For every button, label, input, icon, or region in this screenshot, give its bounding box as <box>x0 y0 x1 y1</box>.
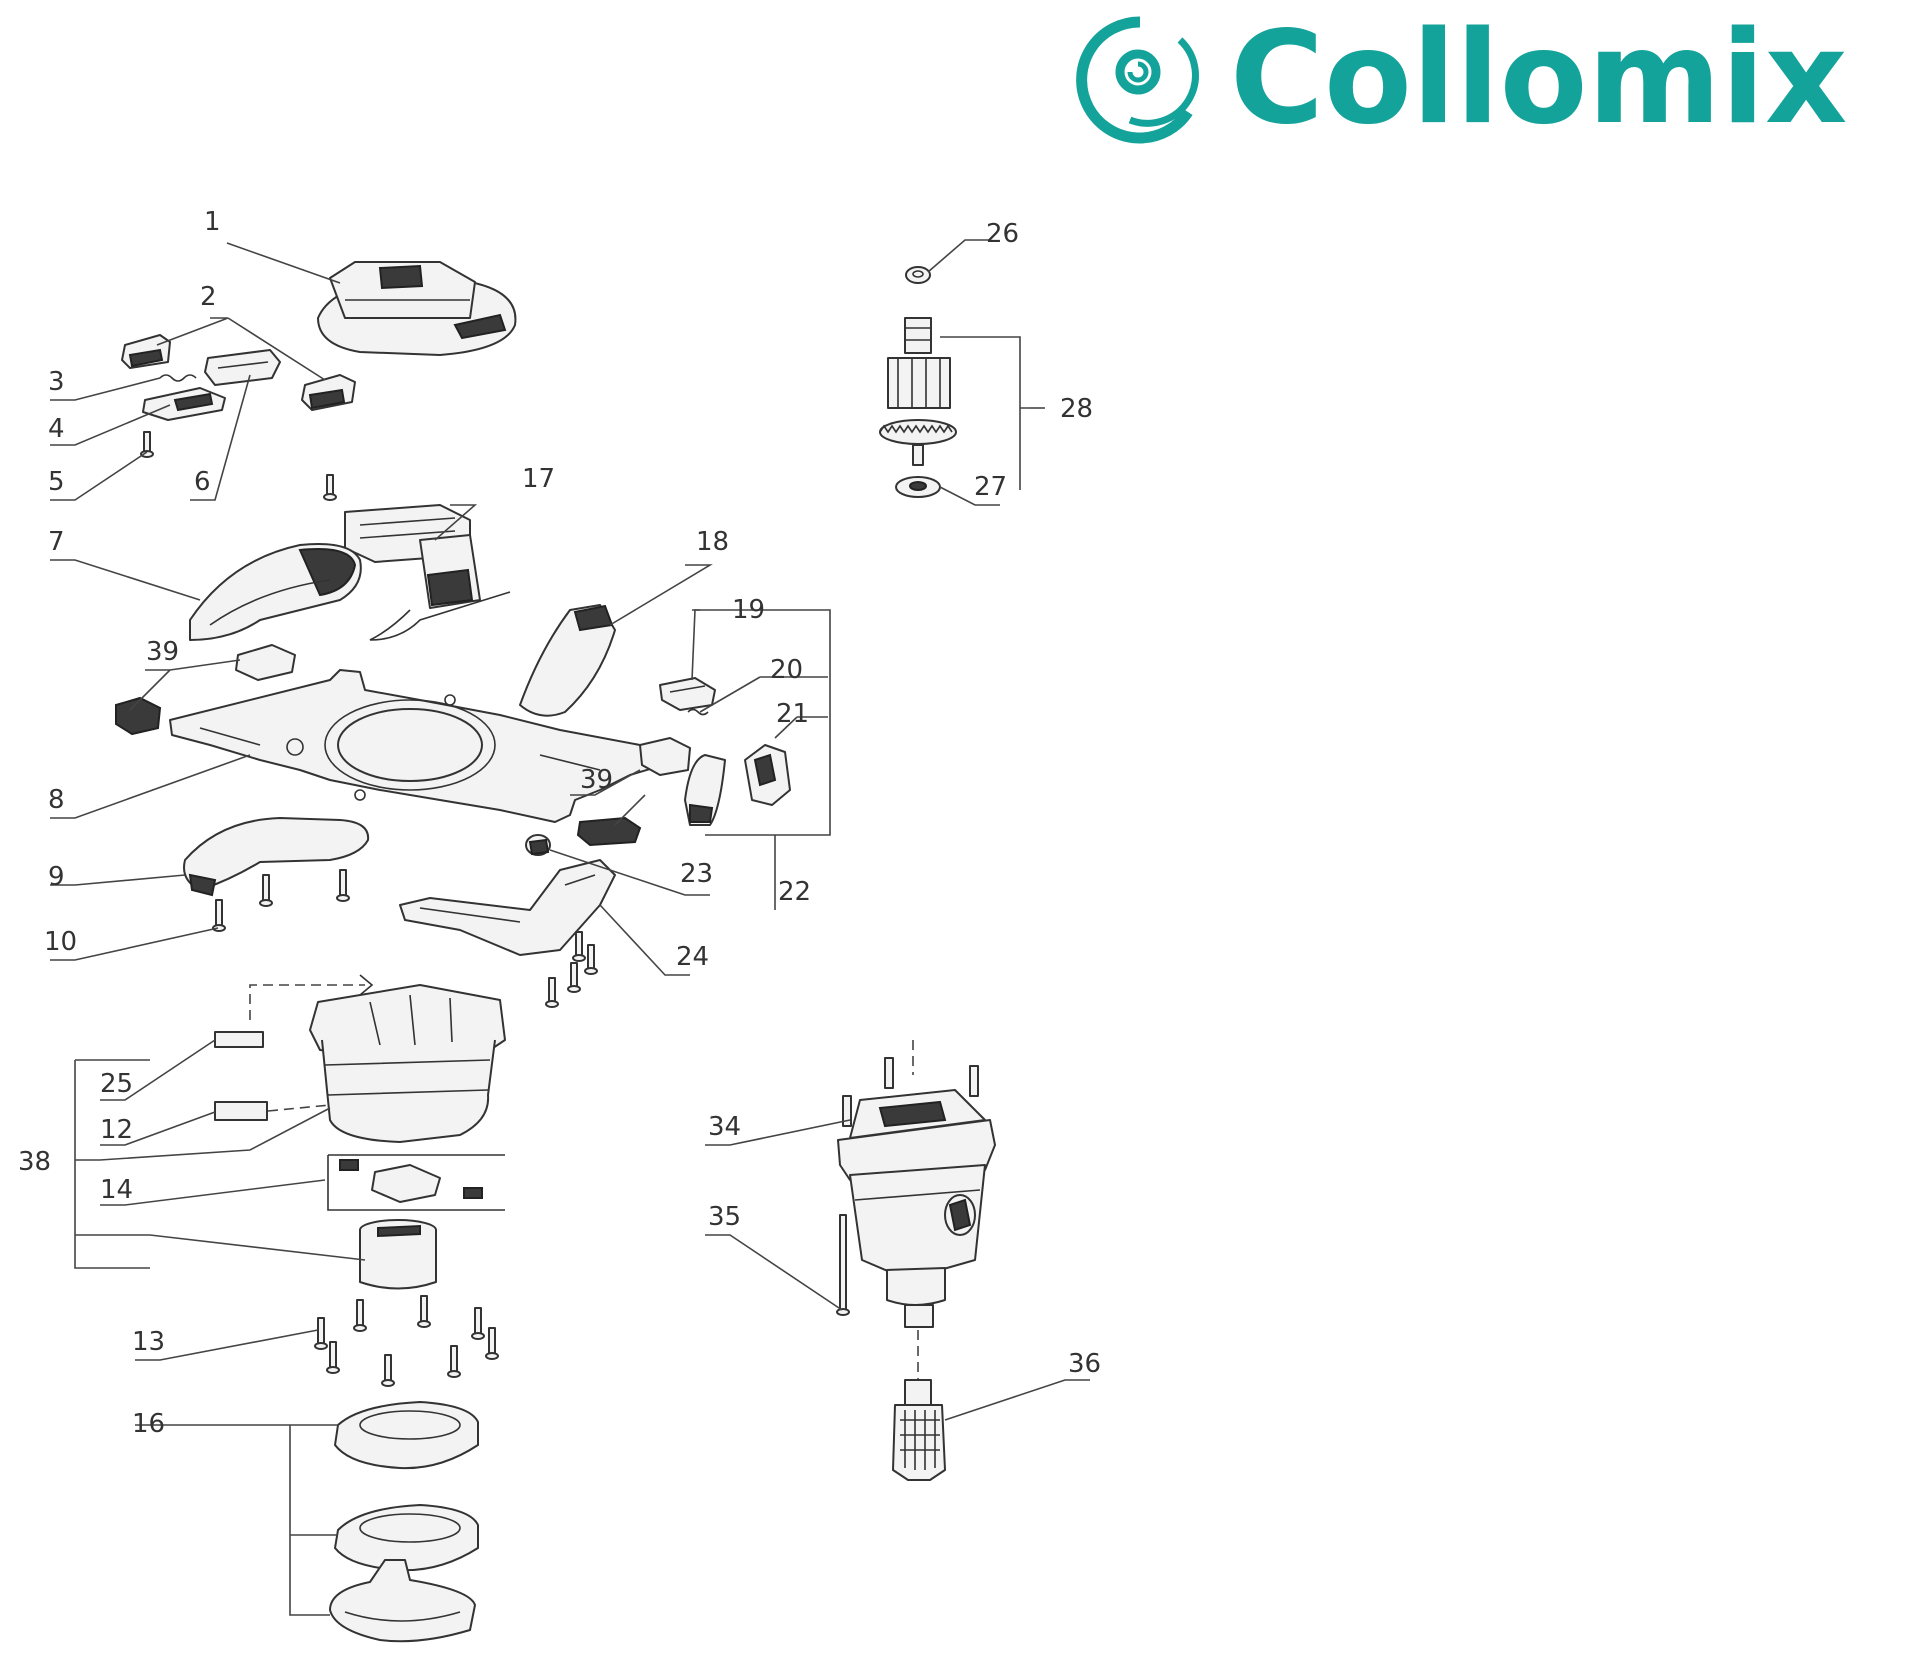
part-5-screw <box>140 431 154 458</box>
label-8: 8 <box>48 785 65 815</box>
label-38: 38 <box>18 1147 51 1177</box>
part-13-screws <box>314 1295 499 1387</box>
part-28-armature <box>879 317 957 466</box>
label-25: 25 <box>100 1069 133 1099</box>
label-5: 5 <box>48 467 65 497</box>
part-34-gearbox <box>837 1040 996 1380</box>
label-18: 18 <box>696 527 729 557</box>
label-2: 2 <box>200 282 217 312</box>
part-25-label <box>214 1031 264 1048</box>
label-4: 4 <box>48 414 65 444</box>
brand-logo: Collomix <box>1076 4 1847 153</box>
part-2-latch-right <box>301 374 356 411</box>
part-22-trigger <box>684 754 726 826</box>
part-3-spring <box>159 374 197 382</box>
label-12: 12 <box>100 1115 133 1145</box>
part-10-screws <box>212 869 350 932</box>
label-36: 36 <box>1068 1349 1101 1379</box>
part-sleeve <box>359 1219 437 1290</box>
label-21: 21 <box>776 699 809 729</box>
part-20-spring <box>687 708 709 716</box>
part-39-block-lower <box>576 737 691 847</box>
label-27: 27 <box>974 472 1007 502</box>
label-10: 10 <box>44 927 77 957</box>
part-27-bearing <box>895 476 941 498</box>
part-number-labels: 1 2 3 4 5 6 7 8 9 10 12 13 14 16 17 18 1… <box>18 207 1101 1439</box>
brand-name: Collomix <box>1230 4 1847 153</box>
label-9: 9 <box>48 862 65 892</box>
label-7: 7 <box>48 527 65 557</box>
label-28: 28 <box>1060 394 1093 424</box>
label-20: 20 <box>770 655 803 685</box>
part-4-slider <box>142 387 226 421</box>
label-19: 19 <box>732 595 765 625</box>
part-36-chuck <box>892 1379 946 1481</box>
part-35-long-screw <box>836 1214 850 1316</box>
label-22: 22 <box>778 877 811 907</box>
part-17-switch-module <box>323 474 511 641</box>
part-16-rings <box>329 1401 479 1643</box>
label-17: 17 <box>522 464 555 494</box>
label-1: 1 <box>204 207 221 237</box>
part-8-base-plate <box>169 669 681 823</box>
label-14: 14 <box>100 1175 133 1205</box>
part-6-bracket <box>204 349 281 386</box>
label-13: 13 <box>132 1327 165 1357</box>
part-9-handle-shell-bottom <box>183 817 370 897</box>
part-39-block-upper <box>115 644 296 736</box>
label-6: 6 <box>194 467 211 497</box>
label-16: 16 <box>132 1409 165 1439</box>
label-39-lower: 39 <box>580 765 613 795</box>
part-21-switch-cap <box>744 744 791 806</box>
part-2-latch-left <box>121 334 171 369</box>
part-7-handle-shell-top <box>189 543 362 641</box>
part-38-motor-housing <box>249 974 506 1143</box>
part-12-label <box>214 1101 331 1121</box>
label-34: 34 <box>708 1112 741 1142</box>
part-23-knob <box>525 834 551 856</box>
label-35: 35 <box>708 1202 741 1232</box>
part-26-nut <box>905 266 931 284</box>
part-1-top-cover <box>317 261 517 356</box>
part-24-handle-frame <box>399 859 616 1008</box>
label-3: 3 <box>48 367 65 397</box>
label-39-upper: 39 <box>146 637 179 667</box>
leader-lines <box>50 239 1090 1616</box>
part-18-handle-cover <box>519 604 616 717</box>
swirl-logo-icon <box>1076 16 1199 144</box>
label-24: 24 <box>676 942 709 972</box>
label-26: 26 <box>986 219 1019 249</box>
label-23: 23 <box>680 859 713 889</box>
part-14-electronics <box>327 1154 505 1211</box>
part-19-trigger-bracket <box>659 677 716 711</box>
